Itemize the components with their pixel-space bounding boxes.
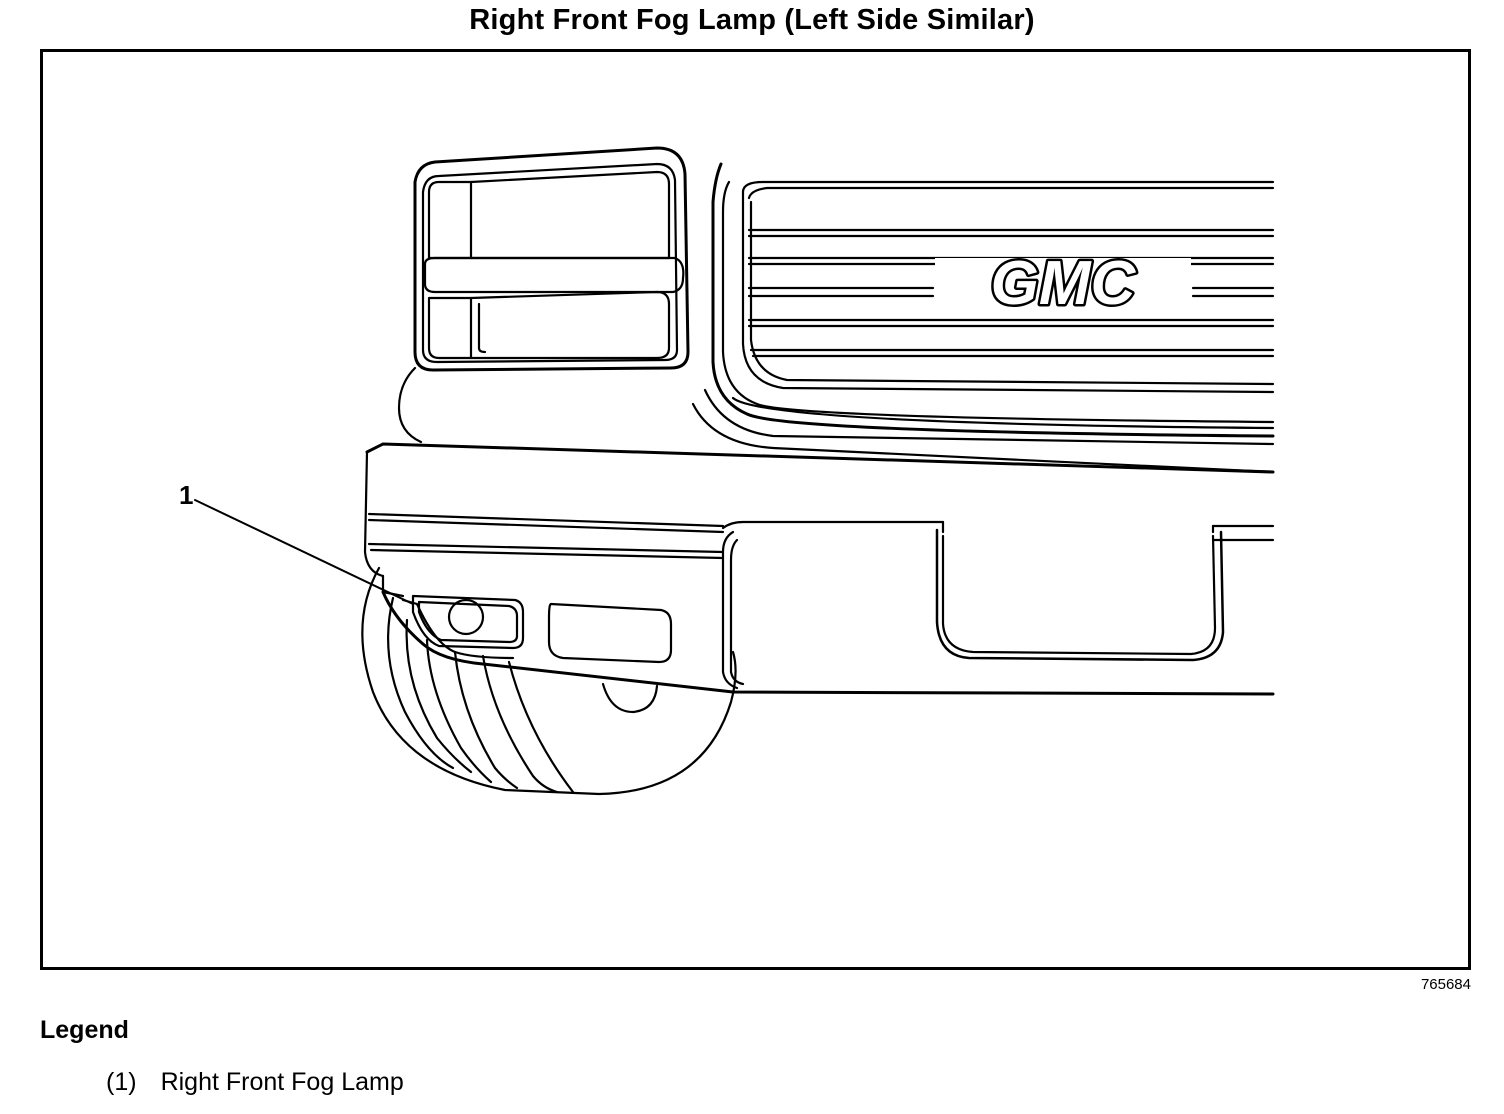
legend-item-number: (1) — [106, 1068, 137, 1096]
figure-id: 765684 — [1420, 976, 1471, 993]
illustration-frame: GMC — [40, 49, 1471, 970]
callout-1-label: 1 — [179, 480, 193, 510]
fog-lamp — [401, 594, 673, 664]
headlamp-assembly — [397, 146, 690, 444]
gmc-emblem: GMC — [991, 249, 1137, 318]
tire — [361, 566, 737, 796]
legend-item: (1) Right Front Fog Lamp — [106, 1068, 404, 1097]
grille: GMC — [691, 162, 1275, 474]
fog-lamp-illustration: GMC — [179, 146, 1275, 796]
front-bumper — [363, 442, 1275, 696]
legend-list: (1) Right Front Fog Lamp — [106, 1068, 404, 1097]
diagram-title: Right Front Fog Lamp (Left Side Similar) — [469, 4, 1035, 36]
legend-heading: Legend — [40, 1016, 129, 1044]
legend-item-label: Right Front Fog Lamp — [160, 1068, 404, 1096]
callout-1: 1 — [179, 480, 414, 605]
